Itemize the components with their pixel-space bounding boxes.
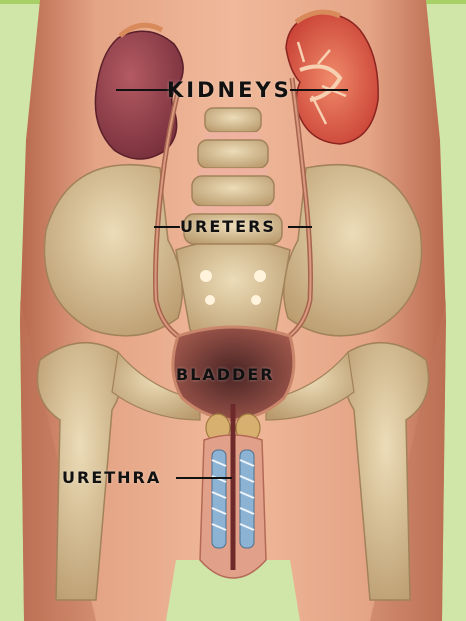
urethra-label: URETHRA xyxy=(62,470,161,486)
bladder-label: BLADDER xyxy=(176,367,275,383)
sacrum xyxy=(176,240,290,340)
ureters-label: URETERS xyxy=(180,219,276,235)
kidneys-label: KIDNEYS xyxy=(167,80,292,101)
